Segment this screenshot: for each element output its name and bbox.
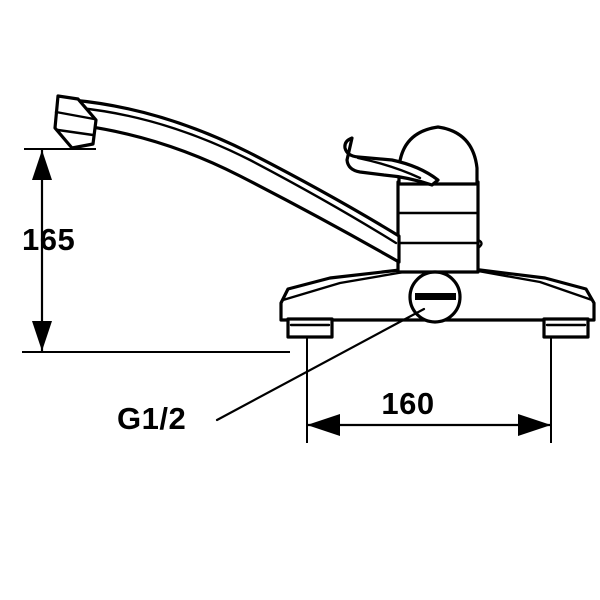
dimension-height-165: 165 [22,148,290,353]
inlet-fitting-right [542,317,590,339]
annotation-label-thread: G1/2 [117,401,186,436]
aerator-segment-line-2 [56,128,95,137]
arrow-head-down [32,321,52,351]
inlet-fitting-left [286,317,334,339]
thread-detail-bar [415,293,456,300]
curved-spout [68,98,401,264]
arrow-head-up [32,150,52,180]
arrow-head-left [307,414,340,436]
cylindrical-valve-body [396,180,480,274]
aerator-segment-line-1 [54,110,96,121]
faucet-assembly [53,94,596,339]
arrow-head-right [518,414,551,436]
valve-body-side-nub [476,238,483,250]
spout-inner-line [78,106,398,245]
dimension-spread-160: 160 [306,337,552,443]
lever-handle-underline [356,156,422,180]
lever-handle [343,136,440,187]
annotation-thread-g12: G1/2 [117,307,426,436]
dimension-label-spread: 160 [381,386,434,421]
leader-line-thread [215,307,426,422]
dimension-label-height: 165 [22,222,75,257]
